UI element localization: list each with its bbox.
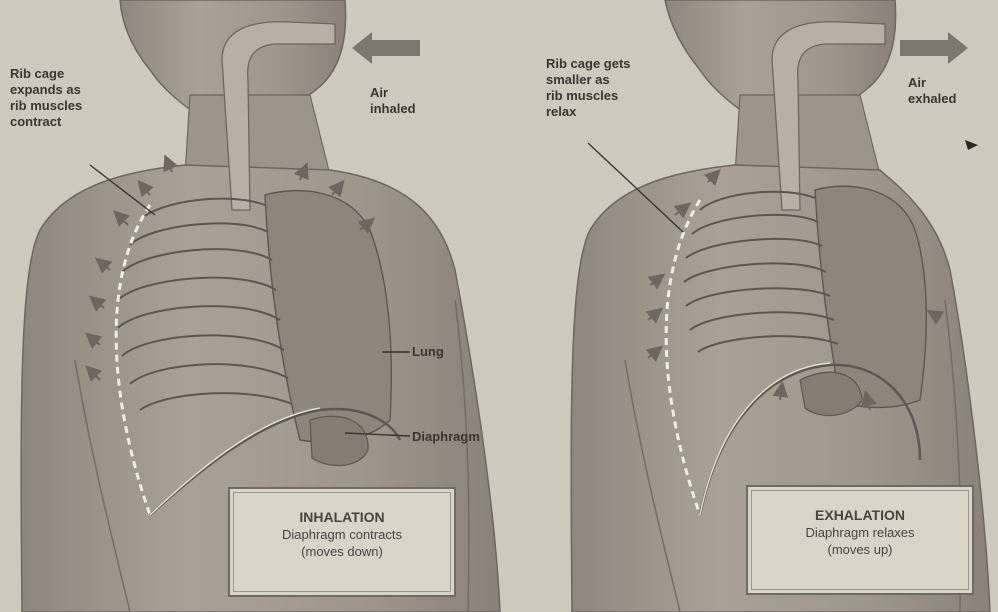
exhale-arrow xyxy=(900,32,968,64)
rib-cage-smaller-label: Rib cage gets smaller as rib muscles rel… xyxy=(546,56,631,120)
air-inhaled-label: Air inhaled xyxy=(370,85,416,117)
rib-cage-expands-label: Rib cage expands as rib muscles contract xyxy=(10,66,82,130)
exhalation-line-2: (moves up) xyxy=(748,542,972,557)
exhalation-line-1: Diaphragm relaxes xyxy=(748,525,972,540)
air-exhaled-label: Air exhaled xyxy=(908,75,956,107)
diaphragm-label: Diaphragm xyxy=(412,429,480,445)
exhalation-title: EXHALATION xyxy=(748,507,972,523)
inhalation-caption: INHALATION Diaphragm contracts (moves do… xyxy=(228,487,456,597)
inhalation-line-2: (moves down) xyxy=(230,544,454,559)
inhalation-title: INHALATION xyxy=(230,509,454,525)
neck-right xyxy=(735,95,880,175)
exhalation-caption: EXHALATION Diaphragm relaxes (moves up) xyxy=(746,485,974,595)
inhale-arrow xyxy=(352,32,420,64)
neck-left xyxy=(185,95,330,175)
lung-label: Lung xyxy=(412,344,444,360)
inhalation-line-1: Diaphragm contracts xyxy=(230,527,454,542)
